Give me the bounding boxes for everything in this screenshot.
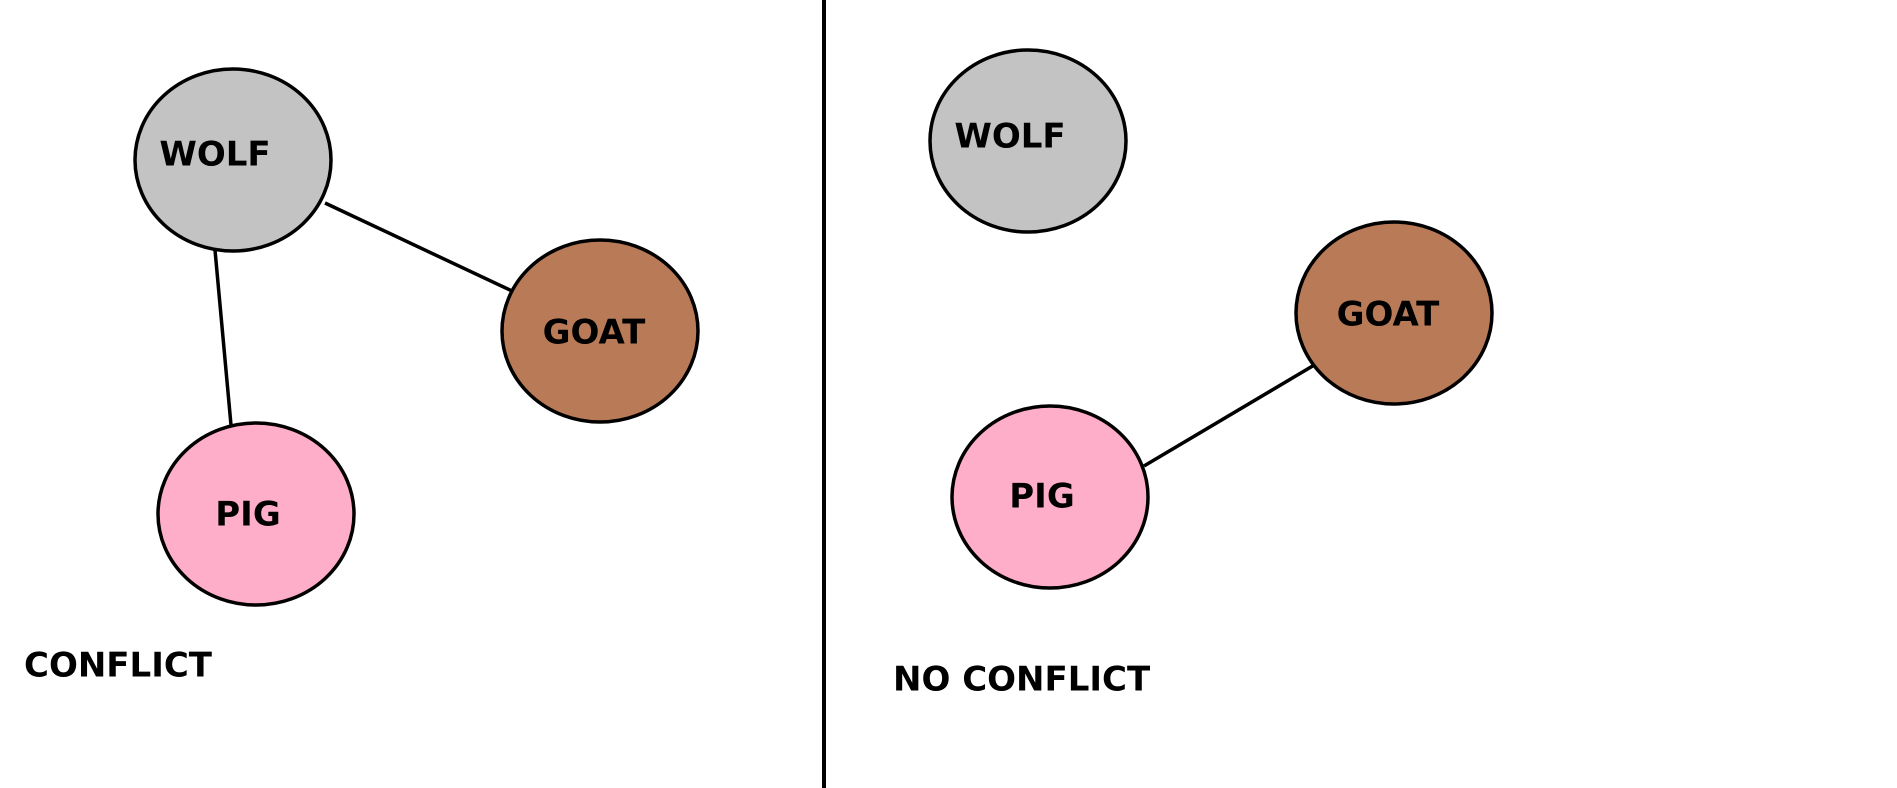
node-wolf: WOLF — [928, 48, 1128, 234]
pig-circle — [156, 421, 356, 607]
pig-circle — [950, 404, 1150, 590]
caption-no-conflict: NO CONFLICT — [893, 660, 1151, 700]
goat-label: GOAT — [1337, 295, 1441, 335]
edge-wolf-pig — [213, 249, 233, 426]
node-wolf: WOLF — [133, 67, 333, 253]
wolf-label: WOLF — [159, 135, 270, 175]
wolf-circle — [928, 48, 1128, 234]
node-goat: GOAT — [1294, 220, 1494, 406]
goat-circle — [500, 238, 700, 424]
panel-no-conflict: WOLF GOAT PIG NO CONFLICT — [893, 48, 1494, 700]
wolf-circle — [133, 67, 333, 253]
node-pig: PIG — [950, 404, 1150, 590]
wolf-label: WOLF — [954, 117, 1065, 157]
goat-circle — [1294, 220, 1494, 406]
node-pig: PIG — [156, 421, 356, 607]
node-goat: GOAT — [500, 238, 700, 424]
pig-label: PIG — [215, 495, 280, 535]
goat-label: GOAT — [543, 313, 647, 353]
edge-pig-goat — [1143, 362, 1317, 468]
pig-label: PIG — [1009, 477, 1074, 517]
panel-conflict: WOLF GOAT PIG CONFLICT — [24, 67, 700, 686]
edge-wolf-goat — [324, 201, 513, 293]
caption-conflict: CONFLICT — [24, 646, 213, 686]
